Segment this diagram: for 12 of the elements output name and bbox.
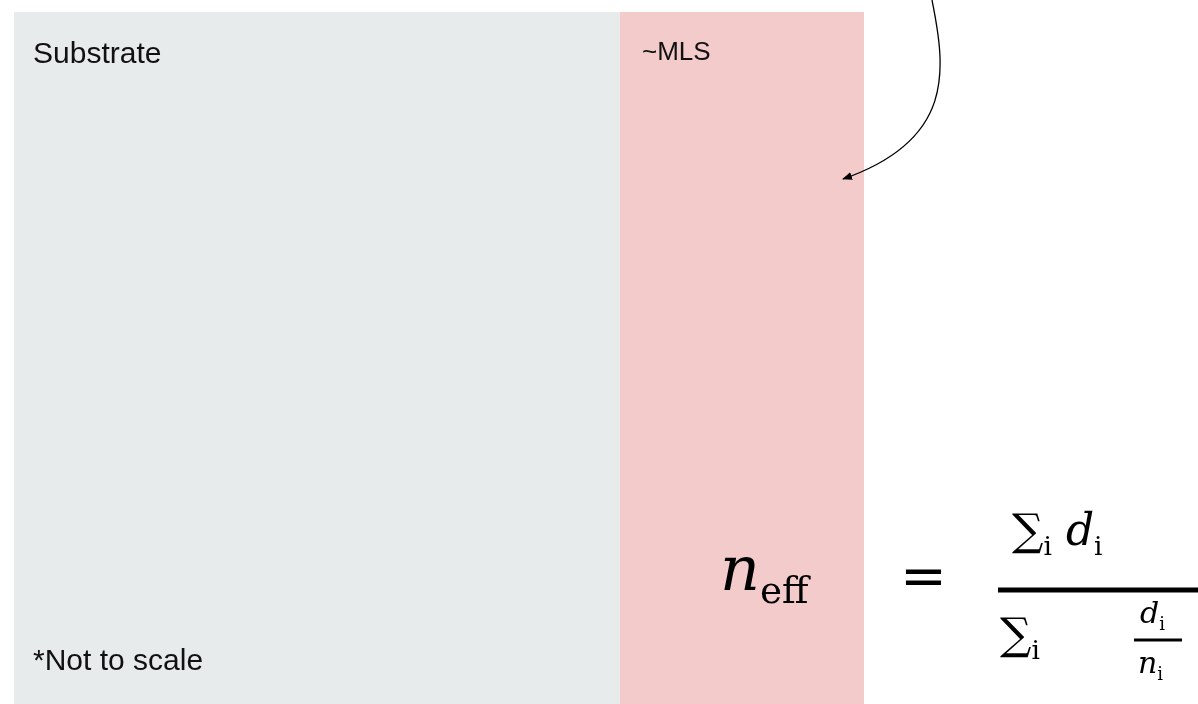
formula-inner-numerator: d$_{i}$: [1140, 598, 1165, 633]
formula-denominator-sum: ∑$_{i}$: [1000, 612, 1040, 664]
layer-label: ~MLS: [642, 36, 711, 67]
layer-label: Substrate: [33, 36, 162, 70]
formula-inner-denominator: n$_{i}$: [1138, 648, 1164, 683]
arrow: [842, 0, 941, 180]
formula-numerator: ∑$_{i}$ d$_{i}$: [1012, 508, 1103, 560]
equals-sign: =: [900, 548, 947, 604]
layer-band: [14, 12, 620, 704]
layer-band: [620, 12, 864, 704]
note-text: *Not to scale: [33, 643, 204, 677]
formula-variable: n$_{eff}$: [720, 538, 809, 610]
